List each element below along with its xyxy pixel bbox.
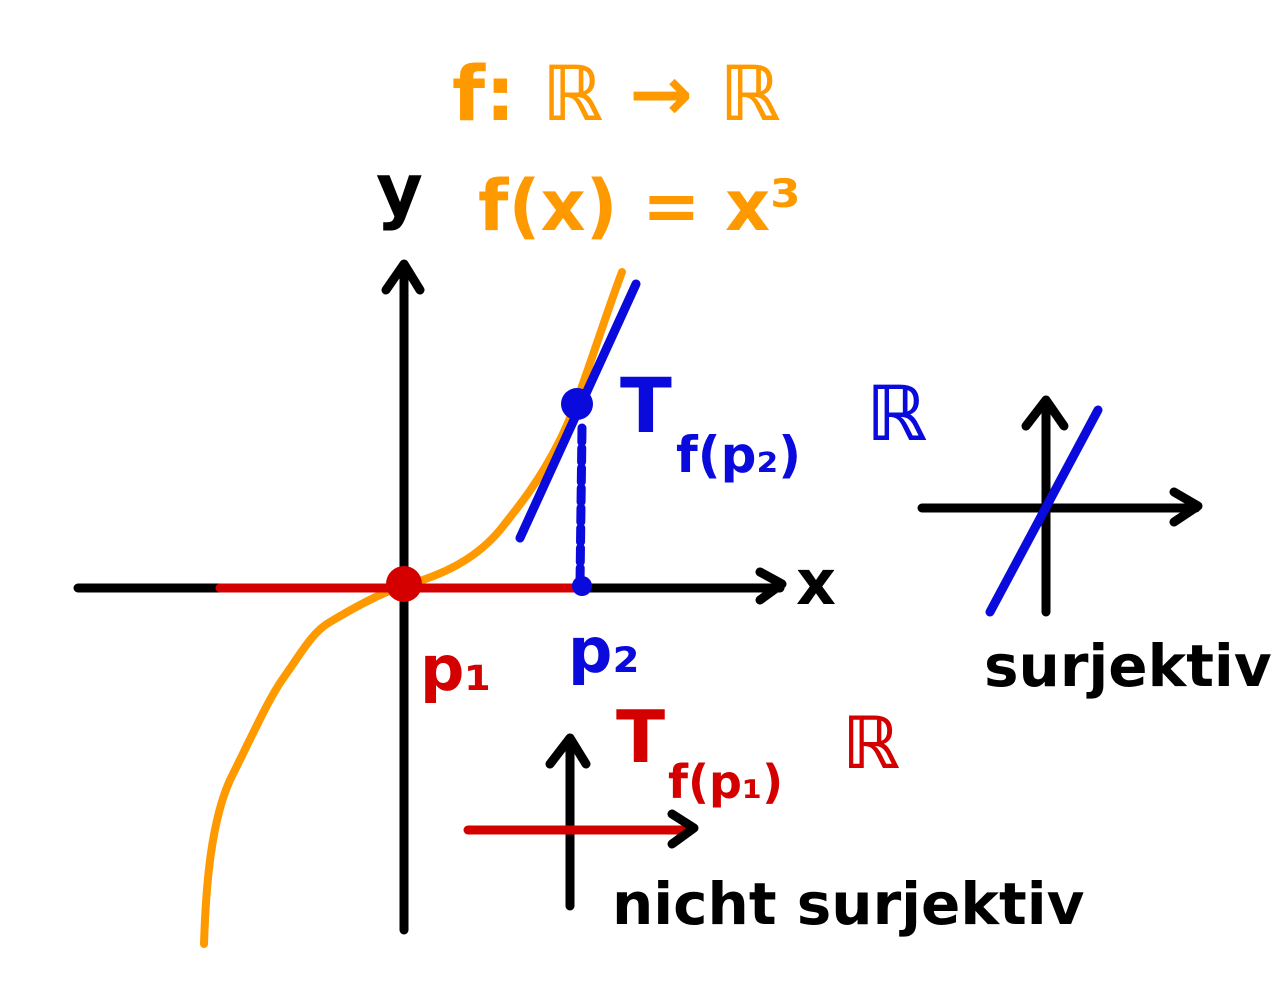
map-label: f: ℝ → ℝ: [452, 49, 780, 138]
y-axis-arrowhead: [381, 259, 425, 295]
point-p1: [386, 566, 422, 602]
surj-y-arrowhead: [1021, 395, 1069, 431]
not-surjective-diagram: [463, 733, 699, 911]
tangent-space-p2-T: T: [620, 361, 672, 450]
nsurj-x-arrowhead: [667, 809, 699, 849]
y-axis-label: y: [376, 148, 423, 232]
tangent-space-p2-label: T f(p₂) ℝ: [620, 361, 927, 484]
tangent-space-p1-subscript: f(p₁): [668, 755, 783, 809]
surjective-caption: surjektiv: [984, 632, 1272, 700]
tangent-space-p1-R: ℝ: [842, 701, 900, 785]
surj-tangent-line: [985, 405, 1103, 617]
not-surjective-caption: nicht surjektiv: [612, 870, 1084, 938]
p1-label: p₁: [420, 632, 492, 705]
tangent-space-p1-label: T f(p₁) ℝ: [616, 695, 900, 809]
point-p2: [572, 576, 592, 596]
tangent-space-p2-R: ℝ: [866, 369, 927, 458]
point-on-curve-p2: [561, 388, 593, 420]
surjective-diagram: [917, 395, 1203, 617]
cubic-curve: [200, 268, 626, 948]
x-axis-label: x: [796, 546, 836, 619]
tangent-space-p1-T: T: [616, 695, 665, 779]
p2-label: p₂: [568, 614, 640, 687]
nsurj-y-arrowhead: [545, 733, 591, 769]
function-label: f(x) = x³: [478, 165, 801, 247]
tangent-space-p2-subscript: f(p₂): [676, 426, 801, 484]
projection-dotted-line: [575, 423, 587, 589]
surj-x-arrowhead: [1169, 487, 1203, 527]
x-axis-arrowhead: [755, 567, 787, 605]
